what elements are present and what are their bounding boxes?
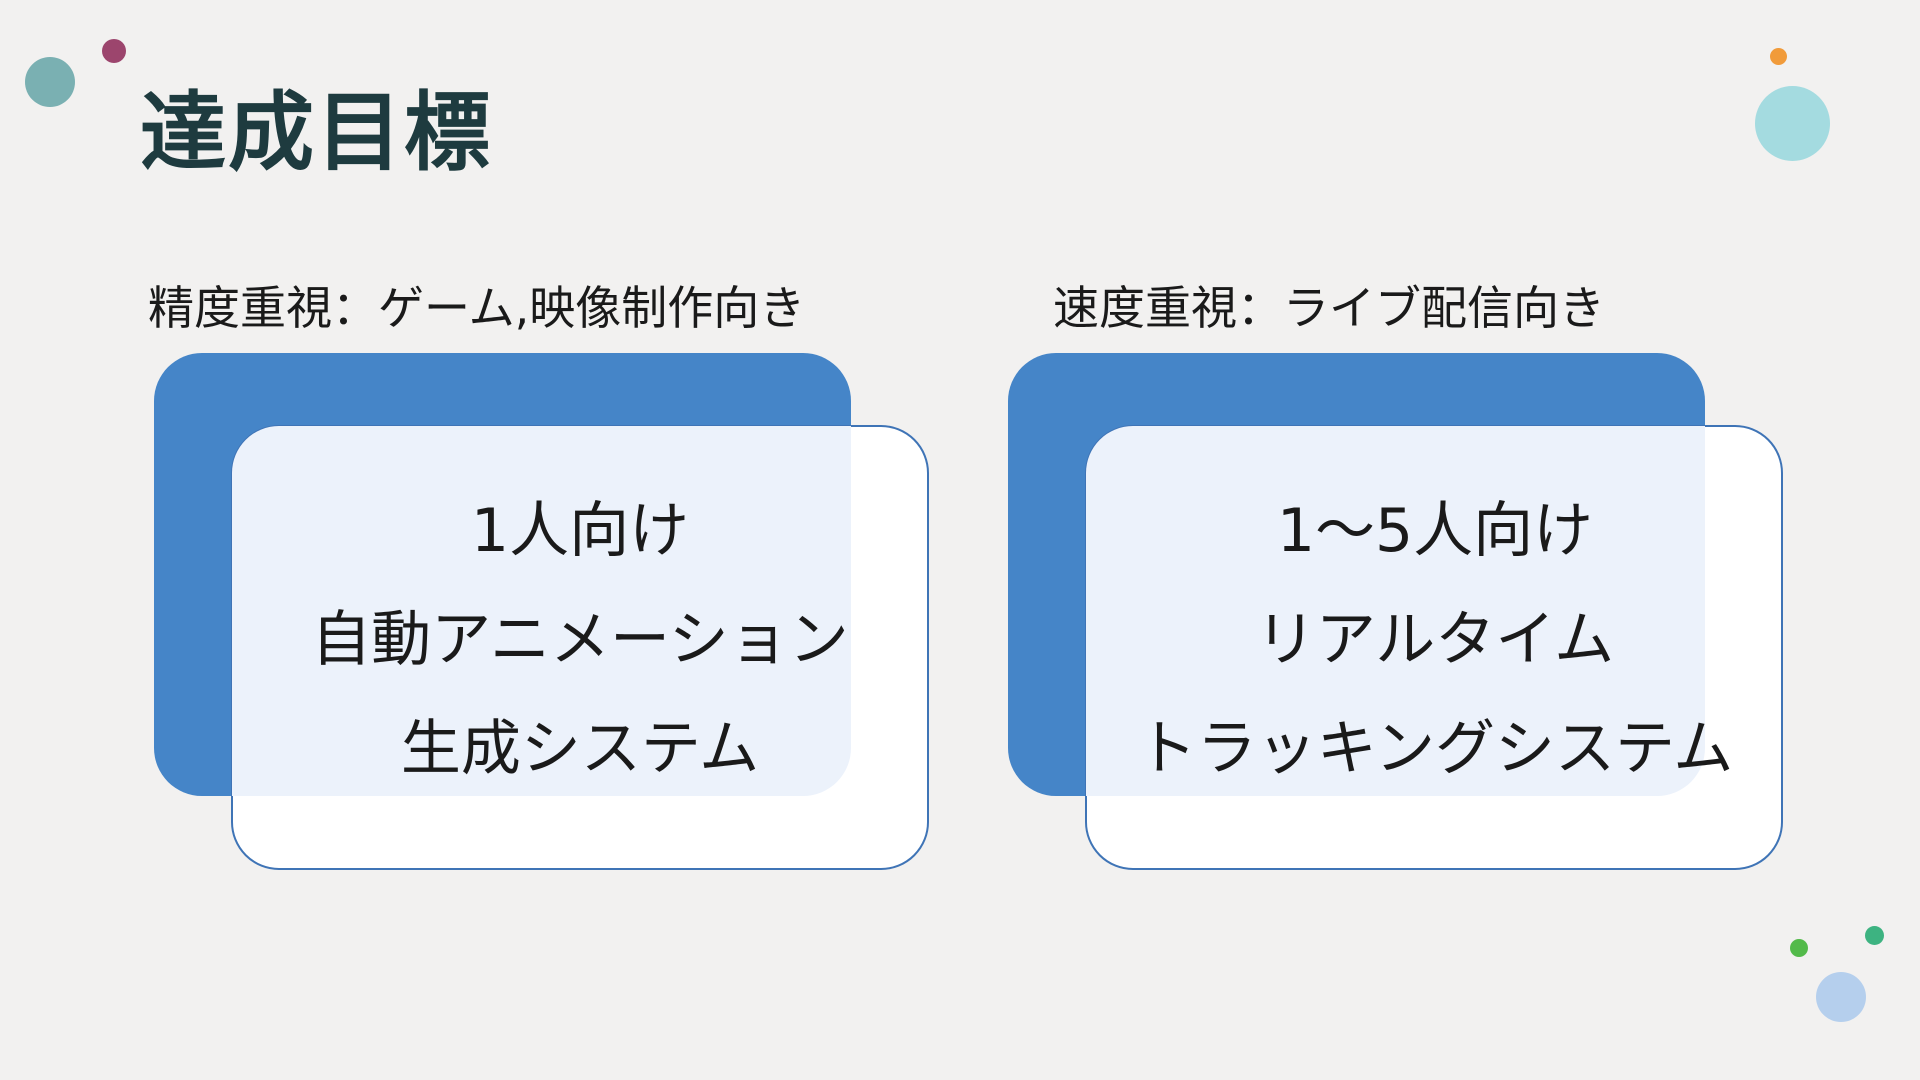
right-card-overlap (1086, 426, 1705, 796)
right-card-line-2: リアルタイム (1255, 605, 1615, 675)
aqua-dot (1755, 86, 1830, 161)
right-card-line-3: トラッキングシステム (1136, 714, 1734, 784)
left-card-overlap (232, 426, 851, 796)
right-card-text: 1～5人向け リアルタイム トラッキングシステム (1085, 425, 1785, 870)
left-card-line-3: 生成システム (400, 714, 760, 784)
right-column-heading: 速度重視：ライブ配信向き (1053, 281, 1605, 335)
teal-dot (25, 57, 75, 107)
green-dot (1790, 939, 1808, 957)
orange-dot (1770, 48, 1787, 65)
emerald-dot (1865, 926, 1884, 945)
right-card-line-1: 1～5人向け (1276, 496, 1594, 566)
left-card-line-1: 1人向け (470, 496, 690, 566)
left-card-text: 1人向け 自動アニメーション 生成システム (230, 425, 930, 870)
periwinkle-dot (1816, 972, 1866, 1022)
plum-dot (102, 39, 126, 63)
slide-title: 達成目標 (140, 83, 492, 183)
left-column-heading: 精度重視：ゲーム,映像制作向き (148, 281, 806, 335)
left-card-line-2: 自動アニメーション (311, 605, 849, 675)
